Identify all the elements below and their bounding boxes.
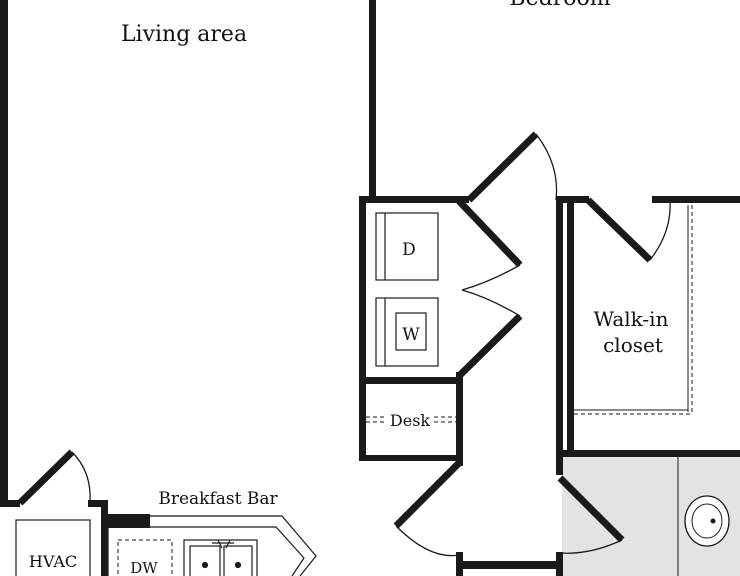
door-swing-laundry-bottom [461, 289, 521, 317]
wall-bath-left [556, 455, 563, 475]
hvac-unit [15, 519, 91, 576]
label-closet: closet [603, 333, 663, 357]
kitchen-sink [183, 539, 258, 576]
angled-walls [17, 131, 653, 543]
counter-outer-edge [150, 515, 317, 576]
wall-hvac-right [101, 500, 108, 576]
wall-hall-bottom-right-stub [556, 552, 563, 576]
washer-lid [395, 312, 427, 351]
wall-angle-hvac-door [17, 449, 75, 506]
label-dishwasher: DW [130, 559, 158, 576]
sink-drain-right [234, 561, 242, 569]
label-dryer: D [402, 240, 416, 260]
wall-laundry-left [359, 196, 366, 459]
sink-faucet [212, 539, 234, 549]
wall-angle-bedroom-door [466, 131, 539, 203]
label-breakfast-bar: Breakfast Bar [158, 489, 278, 509]
desk-outline [366, 416, 456, 423]
dryer [375, 212, 439, 281]
dryer-body [375, 212, 439, 281]
bathroom-sink [677, 457, 730, 576]
sink-drain-left [201, 561, 209, 569]
wall-left-exterior [0, 0, 8, 500]
sink-basin-left [189, 545, 221, 576]
door-swing-bedroom [535, 133, 558, 201]
lavatory-drain [710, 518, 716, 524]
wall-angle-laundry-top [456, 198, 523, 268]
wall-closet-left [567, 196, 574, 455]
label-bedroom: Bedroom [509, 0, 610, 11]
door-swings [71, 133, 671, 557]
lavatory-bowl-inner [691, 503, 723, 539]
door-swing-hall [395, 525, 460, 557]
breakfast-bar-counter [107, 515, 317, 576]
wall-laundry-right [456, 372, 463, 466]
washer [375, 297, 439, 367]
wall-closet-top-right [652, 196, 740, 203]
wall-laundry-desk [359, 377, 463, 384]
door-swing-laundry-top [461, 264, 521, 291]
wall-bedroom-bottom-left [359, 196, 469, 203]
wall-angle-laundry-bottom [456, 313, 523, 379]
wall-hvac-top-right [88, 500, 108, 507]
label-walk-in: Walk-in [594, 307, 669, 331]
wall-desk-bottom [359, 455, 463, 461]
label-hvac: HVAC [29, 552, 77, 571]
wall-hall-right [556, 196, 563, 455]
door-swing-hvac [71, 451, 91, 504]
door-swing-closet [649, 199, 671, 261]
wall-angle-hall-door [393, 460, 462, 529]
wall-angle-closet-door [585, 197, 653, 263]
washer-body [375, 297, 439, 367]
closet-shelf [574, 205, 693, 415]
wall-living-bedroom [369, 0, 376, 200]
door-swing-bath [559, 539, 623, 554]
wall-closet-bottom [556, 450, 740, 457]
label-desk: Desk [390, 411, 431, 430]
wall-hvac-top [0, 500, 20, 507]
sink-basin-right [223, 545, 253, 576]
wall-angle-bath-door [557, 475, 625, 543]
counter-inner-edge [150, 526, 305, 576]
dishwasher [117, 539, 173, 576]
label-living-area: Living area [121, 22, 247, 47]
wall-hall-bottom-left-stub [456, 552, 463, 576]
breakfast-bar-end [108, 514, 150, 528]
label-washer: W [402, 325, 420, 345]
wall-hall-bottom [456, 561, 563, 569]
